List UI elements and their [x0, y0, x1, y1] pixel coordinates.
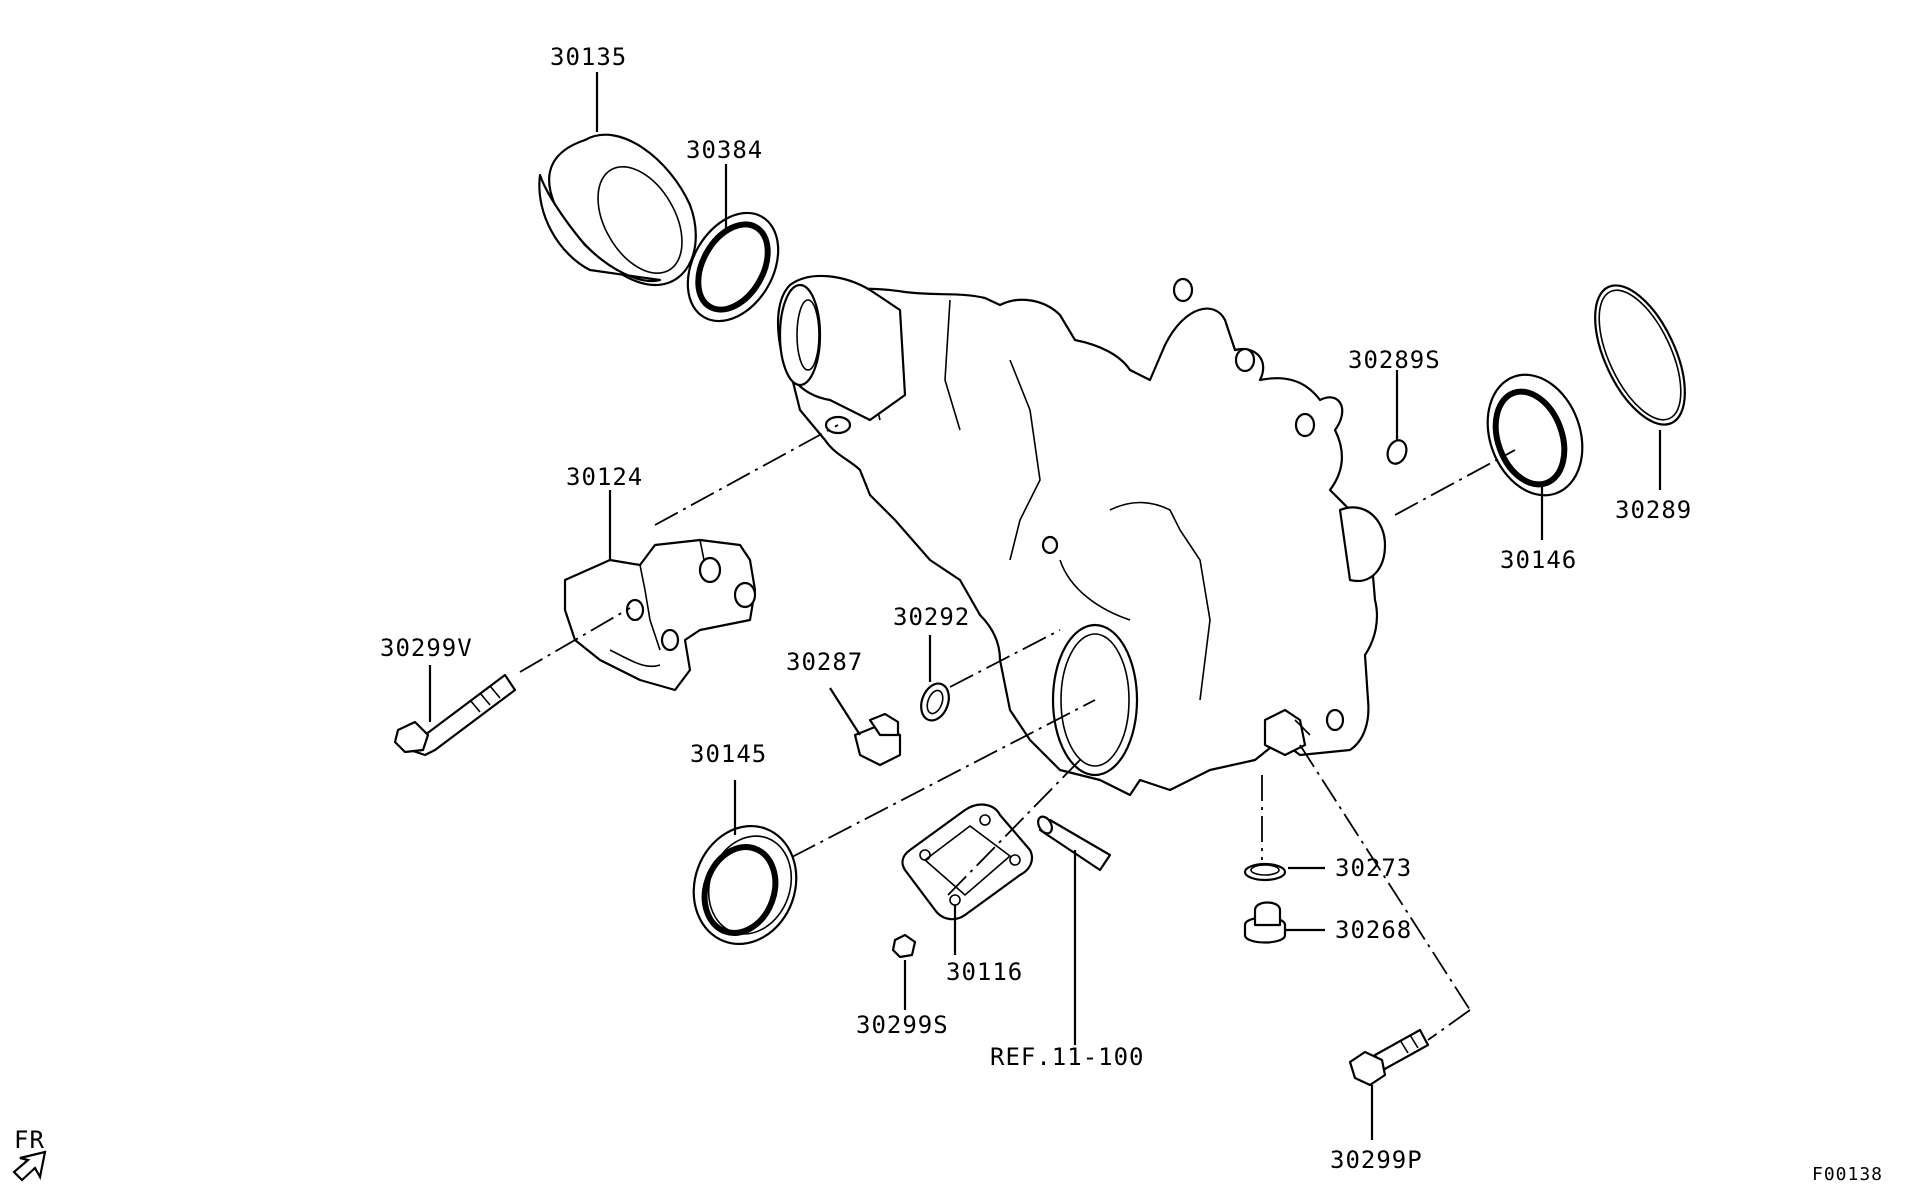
part-30292-gasket [920, 635, 950, 722]
part-30289-oring [1594, 284, 1686, 490]
label-30116: 30116 [946, 958, 1023, 986]
alignment-lines [519, 424, 1516, 1041]
label-30146: 30146 [1500, 546, 1577, 574]
part-30299V-bolt [393, 665, 517, 757]
label-30289S: 30289S [1348, 346, 1441, 374]
part-30299P-bolt [1348, 1028, 1430, 1140]
front-direction-marker [12, 1150, 47, 1182]
part-30273-washer [1243, 862, 1325, 882]
part-30145-seal [692, 780, 798, 946]
front-marker-label: FR [14, 1126, 45, 1154]
label-30384: 30384 [686, 136, 763, 164]
label-30287: 30287 [786, 648, 863, 676]
part-30124-bracket [563, 490, 757, 692]
part-30135-sleeve [538, 72, 697, 287]
label-30299V: 30299V [380, 634, 473, 662]
label-30299S: 30299S [856, 1011, 949, 1039]
label-30273: 30273 [1335, 854, 1412, 882]
label-30145: 30145 [690, 740, 767, 768]
part-30289S-oring [1386, 370, 1408, 465]
part-30287-plug [829, 687, 902, 767]
part-30146-seal [1486, 373, 1584, 540]
label-30289: 30289 [1615, 496, 1692, 524]
transfer-case-housing [776, 274, 1387, 797]
label-ref-11-100: REF.11-100 [990, 1043, 1145, 1071]
part-30299S-bolt [891, 933, 917, 1010]
label-30124: 30124 [566, 463, 643, 491]
part-30268-plug [1243, 901, 1325, 944]
label-30299P: 30299P [1330, 1146, 1423, 1174]
label-30268: 30268 [1335, 916, 1412, 944]
figure-code: F00138 [1812, 1164, 1883, 1185]
part-30116-cover [901, 803, 1034, 955]
label-30292: 30292 [893, 603, 970, 631]
part-30384-seal [686, 164, 780, 323]
part-ref-11-100 [1037, 815, 1112, 1045]
label-30135: 30135 [550, 43, 627, 71]
